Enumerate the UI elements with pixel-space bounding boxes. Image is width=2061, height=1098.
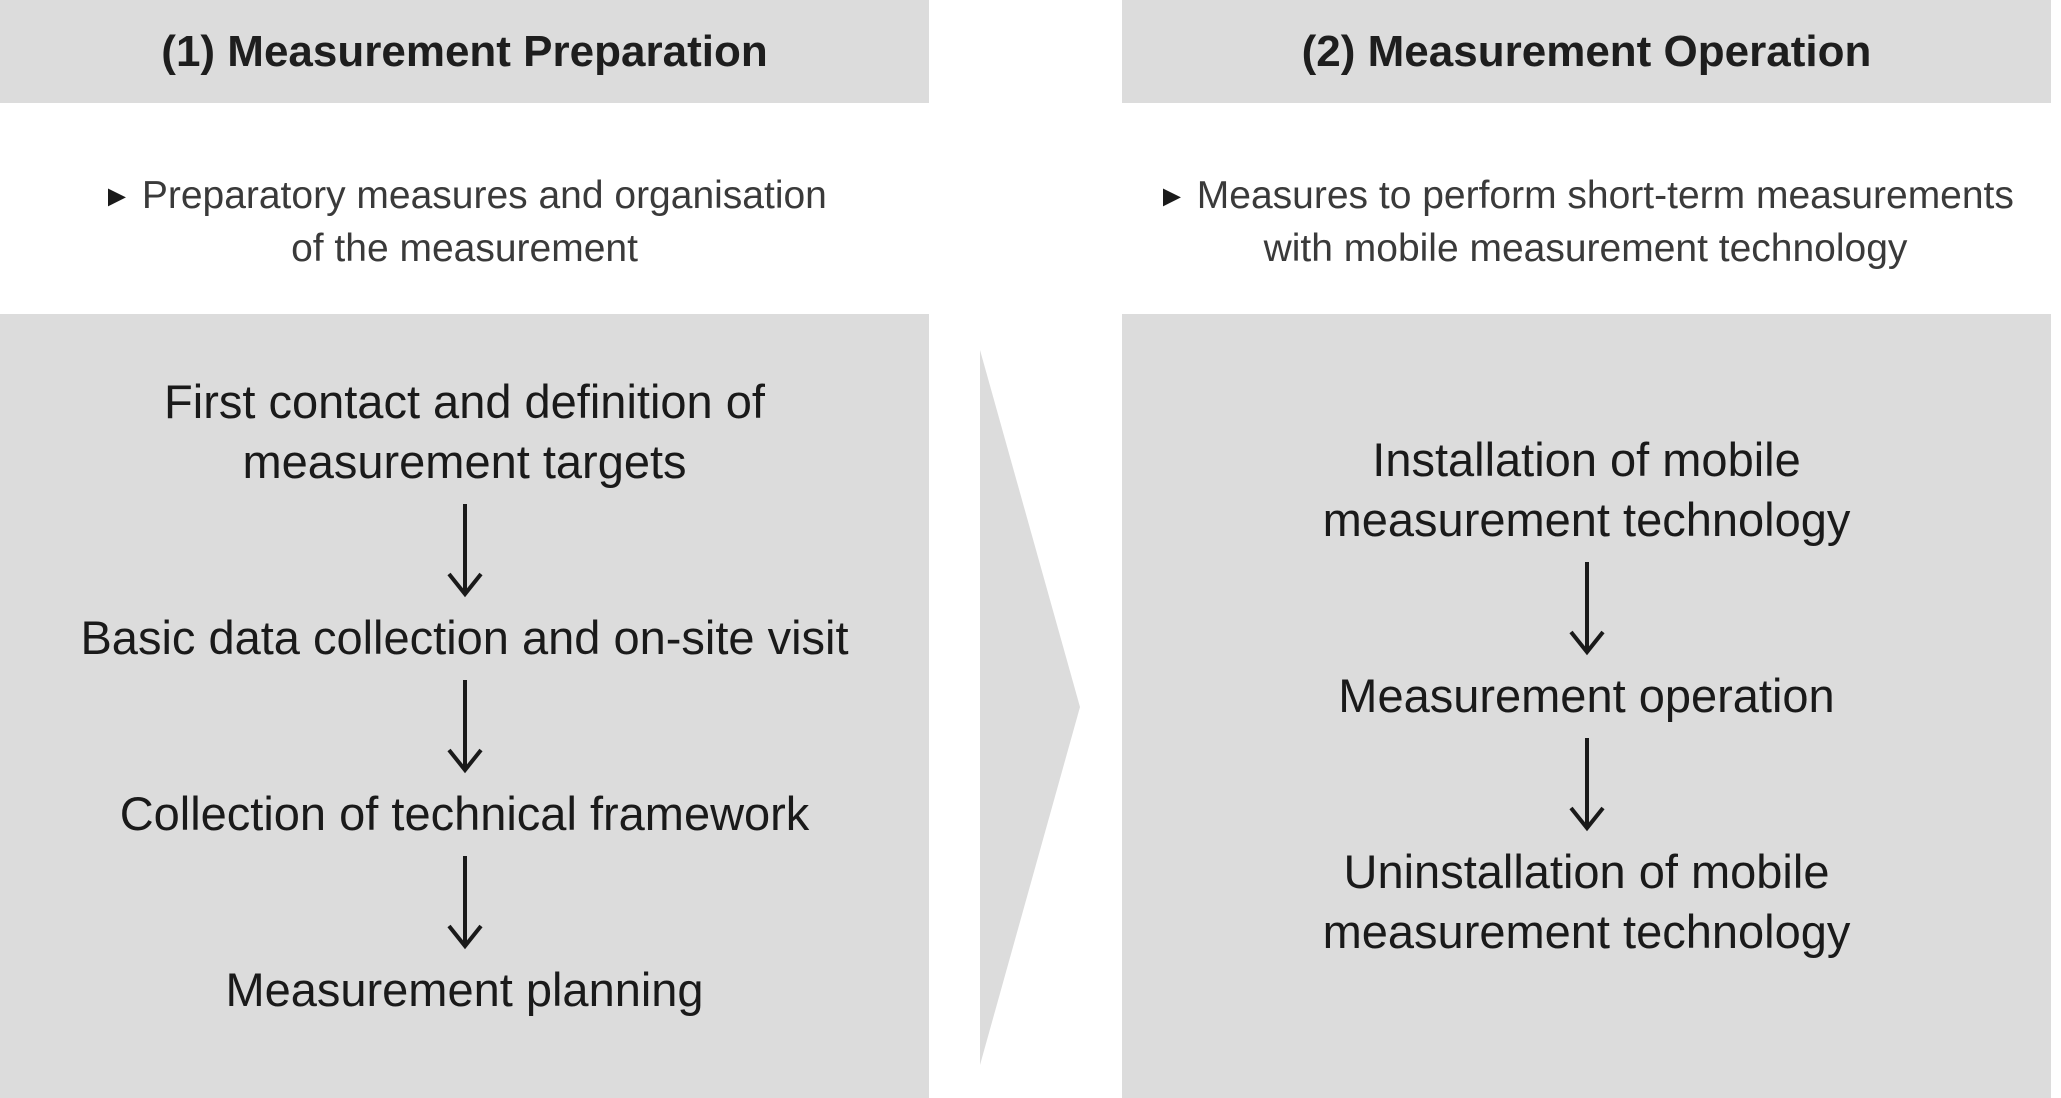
preparation-panel: First contact and definition of measurem… [0,314,929,1098]
triangle-bullet-icon: ► [1157,180,1187,213]
down-arrow-icon [1568,738,1605,832]
triangle-bullet-icon: ► [102,180,132,213]
operation-description-line-2: with mobile measurement technology [1263,227,1908,270]
down-arrow-icon [446,680,483,774]
operation-header: (2) Measurement Operation [1122,0,2051,103]
step-installation: Installation of mobile measurement techn… [1322,433,1851,546]
preparation-title: (1) Measurement Preparation [161,26,768,76]
operation-flow: Installation of mobile measurement techn… [1122,314,2051,1098]
down-arrow-icon [1568,562,1605,656]
preparation-description-line-1: ►Preparatory measures and organisation [102,174,827,217]
step-measurement-operation: Measurement operation [1338,669,1835,722]
operation-title: (2) Measurement Operation [1301,26,1872,76]
preparation-header: (1) Measurement Preparation [0,0,929,103]
step-basic-data-collection: Basic data collection and on-site visit [80,611,849,664]
chevron-arrow-icon [980,350,1080,1065]
step-first-contact: First contact and definition of measurem… [164,375,765,488]
step-measurement-planning: Measurement planning [225,963,704,1016]
preparation-description-line-2: of the measurement [291,227,638,270]
preparation-description: ►Preparatory measures and organisation o… [0,170,929,275]
down-arrow-icon [446,504,483,598]
operation-description-line-1: ►Measures to perform short-term measurem… [1157,174,2014,217]
operation-panel: Installation of mobile measurement techn… [1122,314,2051,1098]
operation-description: ►Measures to perform short-term measurem… [1110,170,2061,275]
step-technical-framework: Collection of technical framework [119,787,810,840]
step-uninstallation: Uninstallation of mobile measurement tec… [1322,845,1851,958]
preparation-flow: First contact and definition of measurem… [0,314,929,1098]
down-arrow-icon [446,856,483,950]
